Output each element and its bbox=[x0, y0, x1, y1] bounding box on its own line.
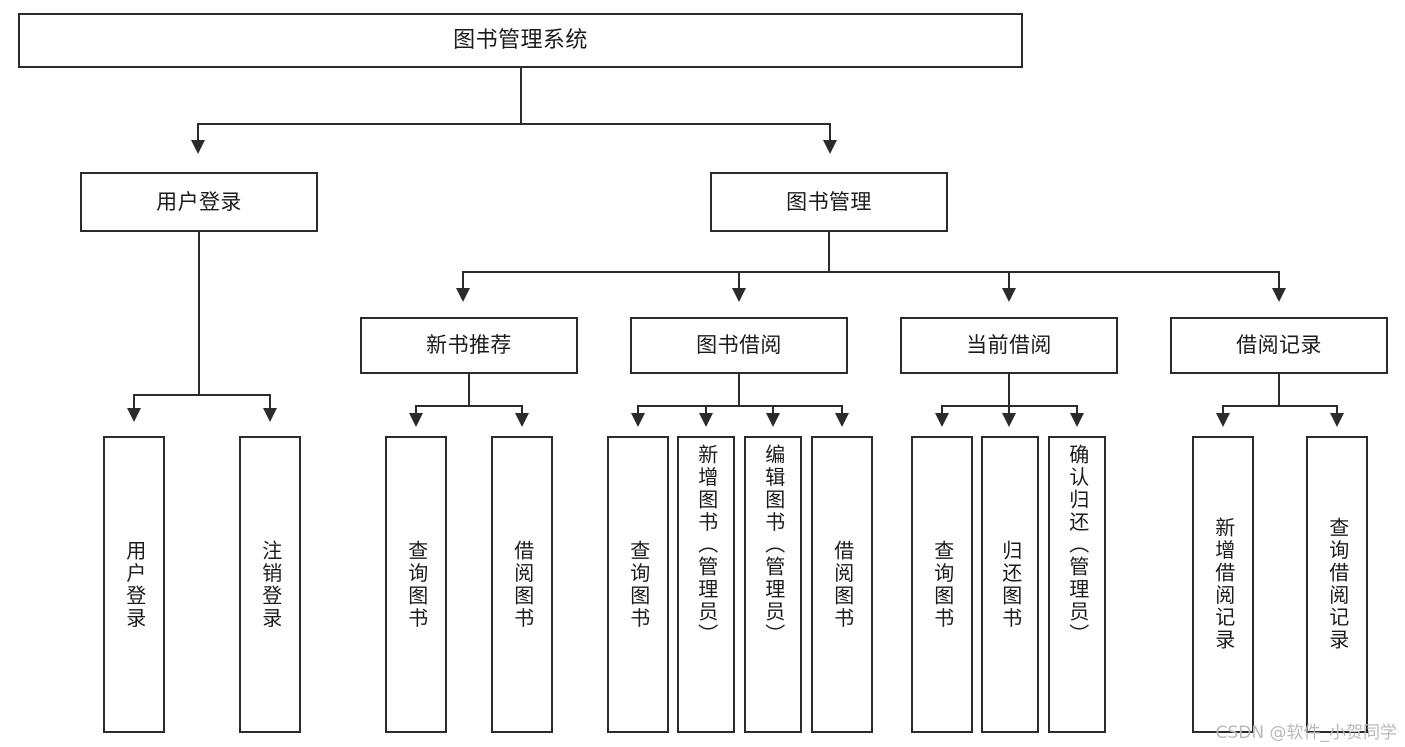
connector-book-borrow-drop-1 bbox=[637, 405, 639, 415]
arrowhead-to-new-book bbox=[456, 288, 470, 302]
node-label: 图书管理 bbox=[786, 189, 872, 214]
node-label: 新书推荐 bbox=[426, 333, 512, 358]
leaf-borrow-book-borrow[interactable]: 借阅图书 bbox=[811, 436, 873, 733]
node-label: 查询图书 bbox=[930, 539, 955, 630]
connector-borrow-record-stem bbox=[1278, 374, 1280, 406]
connector-borrow-record-drop-2 bbox=[1336, 405, 1338, 415]
connector-user-login-stem bbox=[198, 232, 200, 395]
connector-book-borrow-drop-2 bbox=[705, 405, 707, 415]
leaf-query-book-current[interactable]: 查询图书 bbox=[911, 436, 973, 733]
leaf-return-book[interactable]: 归还图书 bbox=[981, 436, 1039, 733]
connector-root-drop-1 bbox=[197, 123, 199, 143]
node-label: 查询图书 bbox=[404, 539, 429, 630]
node-label: 图书管理系统 bbox=[453, 27, 588, 53]
arrowhead-leaf-return-book bbox=[1002, 413, 1016, 427]
node-label: 确认归还（管理员） bbox=[1065, 444, 1090, 646]
arrowhead-leaf-logout bbox=[263, 408, 277, 422]
node-label: 归还图书 bbox=[998, 539, 1023, 630]
connector-root-stem bbox=[520, 68, 522, 124]
node-label: 借阅图书 bbox=[830, 539, 855, 630]
connector-borrow-record-bus bbox=[1222, 405, 1338, 407]
arrowhead-leaf-edit-book bbox=[766, 413, 780, 427]
arrowhead-to-current-borrow bbox=[1002, 288, 1016, 302]
connector-current-borrow-stem bbox=[1008, 374, 1010, 406]
node-new-book-recommend[interactable]: 新书推荐 bbox=[360, 317, 578, 374]
connector-current-borrow-drop-3 bbox=[1076, 405, 1078, 415]
arrowhead-leaf-query-record bbox=[1330, 413, 1344, 427]
connector-lvl2-drop-4 bbox=[1278, 271, 1280, 291]
node-label: 新增图书（管理员） bbox=[694, 444, 719, 646]
connector-book-mgmt-bus bbox=[462, 271, 1280, 273]
node-label: 编辑图书（管理员） bbox=[761, 444, 786, 646]
node-label: 用户登录 bbox=[156, 189, 242, 214]
leaf-logout[interactable]: 注销登录 bbox=[239, 436, 301, 733]
connector-root-bus bbox=[197, 123, 831, 125]
connector-book-borrow-drop-3 bbox=[772, 405, 774, 415]
arrowhead-leaf-query-book-b bbox=[631, 413, 645, 427]
connector-lvl2-drop-3 bbox=[1008, 271, 1010, 291]
node-label: 查询图书 bbox=[626, 539, 651, 630]
connector-user-login-drop-2 bbox=[269, 394, 271, 410]
leaf-add-borrow-record[interactable]: 新增借阅记录 bbox=[1192, 436, 1254, 733]
connector-book-borrow-stem bbox=[738, 374, 740, 406]
arrowhead-leaf-add-record bbox=[1216, 413, 1230, 427]
connector-book-borrow-bus bbox=[637, 405, 843, 407]
arrowhead-leaf-query-book-a bbox=[409, 413, 423, 427]
connector-book-mgmt-stem bbox=[828, 232, 830, 272]
arrowhead-leaf-add-book bbox=[699, 413, 713, 427]
connector-new-book-bus bbox=[415, 405, 523, 407]
connector-current-borrow-drop-1 bbox=[941, 405, 943, 415]
leaf-user-login[interactable]: 用户登录 bbox=[103, 436, 165, 733]
node-book-management[interactable]: 图书管理 bbox=[710, 172, 948, 232]
arrowhead-leaf-borrow-book-b bbox=[835, 413, 849, 427]
connector-book-borrow-drop-4 bbox=[841, 405, 843, 415]
leaf-borrow-book-new[interactable]: 借阅图书 bbox=[491, 436, 553, 733]
connector-new-book-drop-2 bbox=[521, 405, 523, 415]
connector-current-borrow-drop-2 bbox=[1008, 405, 1010, 415]
leaf-query-borrow-record[interactable]: 查询借阅记录 bbox=[1306, 436, 1368, 733]
connector-root-drop-2 bbox=[829, 123, 831, 143]
node-label: 用户登录 bbox=[122, 539, 147, 630]
node-label: 借阅记录 bbox=[1236, 333, 1322, 358]
leaf-edit-book-admin[interactable]: 编辑图书（管理员） bbox=[744, 436, 802, 733]
node-user-login[interactable]: 用户登录 bbox=[80, 172, 318, 232]
connector-new-book-stem bbox=[468, 374, 470, 406]
arrowhead-leaf-query-book-c bbox=[935, 413, 949, 427]
arrowhead-to-borrow-record bbox=[1272, 288, 1286, 302]
arrowhead-to-book-management bbox=[823, 140, 837, 154]
node-book-borrow[interactable]: 图书借阅 bbox=[630, 317, 848, 374]
leaf-query-book-borrow[interactable]: 查询图书 bbox=[607, 436, 669, 733]
arrowhead-to-user-login bbox=[191, 140, 205, 154]
node-label: 注销登录 bbox=[258, 539, 283, 630]
arrowhead-leaf-confirm-return bbox=[1070, 413, 1084, 427]
connector-lvl2-drop-2 bbox=[738, 271, 740, 291]
csdn-watermark: CSDN @软件_小贺同学 bbox=[1215, 723, 1397, 743]
node-borrow-record[interactable]: 借阅记录 bbox=[1170, 317, 1388, 374]
node-label: 新增借阅记录 bbox=[1211, 517, 1236, 652]
node-current-borrow[interactable]: 当前借阅 bbox=[900, 317, 1118, 374]
leaf-add-book-admin[interactable]: 新增图书（管理员） bbox=[677, 436, 735, 733]
connector-borrow-record-drop-1 bbox=[1222, 405, 1224, 415]
arrowhead-to-book-borrow bbox=[732, 288, 746, 302]
connector-user-login-drop-1 bbox=[133, 394, 135, 410]
arrowhead-leaf-user-login bbox=[127, 408, 141, 422]
node-label: 图书借阅 bbox=[696, 333, 782, 358]
leaf-confirm-return-admin[interactable]: 确认归还（管理员） bbox=[1048, 436, 1106, 733]
connector-lvl2-drop-1 bbox=[462, 271, 464, 291]
connector-user-login-bus bbox=[133, 394, 270, 396]
node-label: 借阅图书 bbox=[510, 539, 535, 630]
node-label: 当前借阅 bbox=[966, 333, 1052, 358]
connector-new-book-drop-1 bbox=[415, 405, 417, 415]
arrowhead-leaf-borrow-book-a bbox=[515, 413, 529, 427]
node-label: 查询借阅记录 bbox=[1325, 517, 1350, 652]
node-root-book-management-system[interactable]: 图书管理系统 bbox=[18, 13, 1023, 68]
leaf-query-book-new[interactable]: 查询图书 bbox=[385, 436, 447, 733]
